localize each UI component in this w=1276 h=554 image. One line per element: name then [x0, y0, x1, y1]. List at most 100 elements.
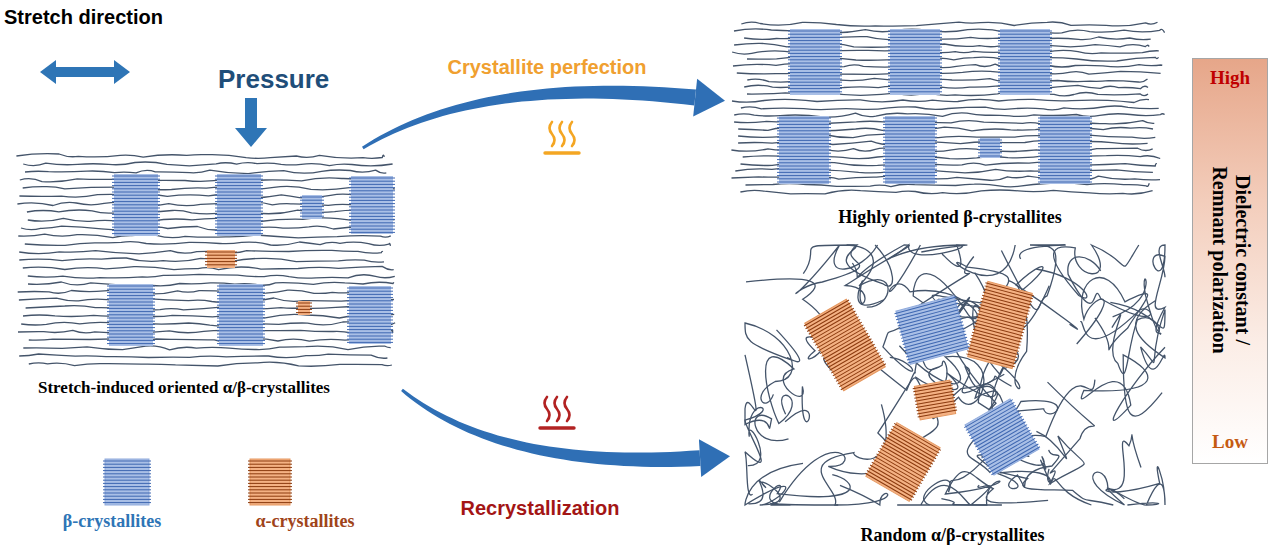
process-arrow [401, 389, 730, 477]
folded-chain [966, 354, 1014, 367]
folded-chain [1038, 137, 1092, 138]
folded-chain [984, 289, 1032, 302]
folded-chain [347, 320, 393, 321]
crystallite-body [105, 459, 149, 505]
folded-chain [777, 134, 831, 135]
folded-chain [998, 37, 1052, 38]
folded-chain [998, 66, 1052, 67]
folded-chain [103, 480, 151, 481]
folded-chain [215, 176, 263, 177]
folded-chain [248, 489, 292, 490]
polymer-chain [19, 298, 394, 302]
folded-chain [977, 314, 1025, 327]
folded-chain [1038, 162, 1092, 163]
scale-low: Low [1212, 431, 1248, 453]
folded-chain [788, 50, 842, 51]
folded-chain [112, 214, 160, 215]
folded-chain [883, 182, 937, 183]
folded-chain [112, 230, 160, 231]
folded-chain [888, 53, 942, 54]
oriented-beta-panel: Highly oriented β-crystallites [725, 18, 1175, 230]
folded-chain [205, 255, 237, 256]
polymer-chain [28, 282, 394, 286]
folded-chain [971, 338, 1019, 351]
folded-chain [103, 493, 151, 494]
panel-caption: Random α/β-crystallites [860, 525, 1044, 546]
polymer-chain [845, 245, 909, 305]
polymer-chain [740, 190, 1152, 194]
folded-chain [777, 169, 831, 170]
beta-crystallite [107, 284, 155, 346]
polymer-chain [25, 242, 391, 246]
folded-chain [883, 140, 937, 141]
folded-chain [215, 224, 263, 225]
folded-chain [347, 316, 393, 317]
folded-chain [217, 330, 265, 331]
polymer-chain [997, 469, 1113, 505]
folded-chain [349, 184, 395, 185]
folded-chain [883, 121, 937, 122]
folded-chain [979, 308, 1027, 321]
folded-chain [107, 292, 155, 293]
folded-chain [349, 232, 395, 233]
folded-chain [347, 307, 393, 308]
folded-chain [902, 325, 964, 342]
polymer-chain [18, 330, 393, 333]
folded-chain [215, 198, 263, 199]
folded-chain [112, 211, 160, 212]
folded-chain [217, 318, 265, 319]
beta-crystallite [777, 116, 831, 184]
folded-chain [918, 410, 957, 417]
folded-chain [888, 43, 942, 44]
folded-chain [347, 329, 393, 330]
folded-chain [1038, 146, 1092, 147]
folded-chain [300, 216, 324, 217]
folded-chain [915, 398, 954, 405]
folded-chain [975, 419, 1023, 447]
polymer-chain [846, 245, 892, 307]
folded-chain [888, 56, 942, 57]
folded-chain [834, 353, 879, 379]
polymer-chain [1036, 245, 1139, 298]
polymer-chain [28, 274, 395, 278]
folded-chain [349, 213, 395, 214]
heat-base [540, 426, 574, 429]
folded-chain [1038, 130, 1092, 131]
folded-chain [349, 226, 395, 227]
folded-chain [217, 305, 265, 306]
folded-chain [971, 335, 1019, 348]
folded-chain [869, 468, 916, 495]
folded-chain [112, 185, 160, 186]
beta-crystallite [1038, 116, 1092, 184]
folded-chain [215, 192, 263, 193]
folded-chain [347, 294, 393, 295]
folded-chain [217, 321, 265, 322]
folded-chain [788, 79, 842, 80]
folded-chain [217, 308, 265, 309]
heat-wave [545, 397, 550, 421]
folded-chain [107, 311, 155, 312]
folded-chain [888, 75, 942, 76]
folded-chain [981, 298, 1029, 311]
alpha-crystallite [205, 250, 237, 268]
folded-chain [349, 190, 395, 191]
crystallite-body [250, 459, 290, 505]
folded-chain [103, 499, 151, 500]
panel-caption: Stretch-induced oriented α/β-crystallite… [38, 378, 330, 398]
folded-chain [347, 291, 393, 292]
folded-chain [998, 88, 1052, 89]
folded-chain [998, 40, 1052, 41]
folded-chain [107, 340, 155, 341]
folded-chain [777, 143, 831, 144]
folded-chain [349, 194, 395, 195]
folded-chain [107, 330, 155, 331]
folded-chain [1038, 178, 1092, 179]
folded-chain [788, 69, 842, 70]
folded-chain [1038, 172, 1092, 173]
folded-chain [1038, 166, 1092, 167]
alpha-crystallite [248, 459, 292, 505]
folded-chain [998, 85, 1052, 86]
crystallite-body [980, 138, 1000, 158]
folded-chain [347, 300, 393, 301]
folded-chain [967, 405, 1015, 433]
